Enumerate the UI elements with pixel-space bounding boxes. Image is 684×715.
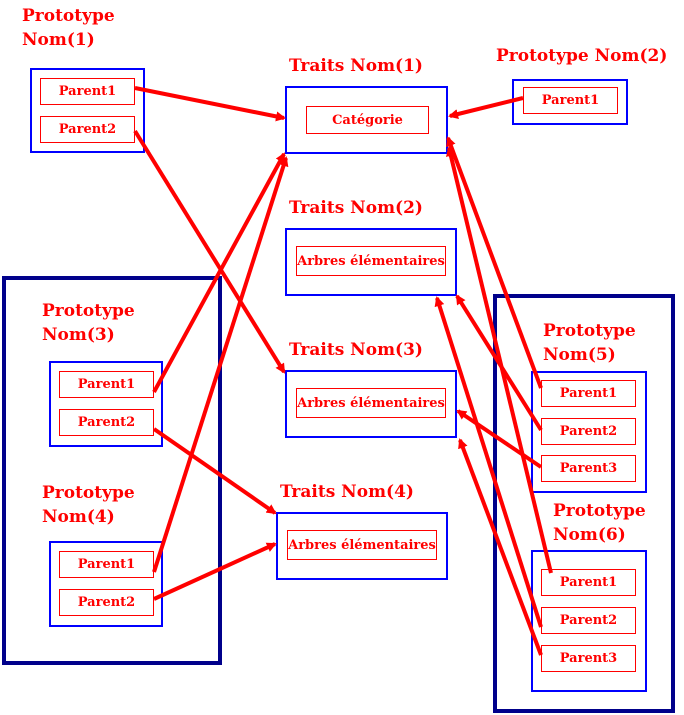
prototype-1-title: Prototype Nom(1)	[22, 4, 115, 52]
prototype-6-title: Prototype Nom(6)	[553, 499, 646, 547]
prototype-1-parent1: Parent1	[40, 78, 135, 105]
prototype-4-parent1: Parent1	[59, 551, 154, 578]
prototype-1-title-line1: Prototype	[22, 6, 115, 26]
prototype-4-title: Prototype Nom(4)	[42, 481, 135, 529]
prototype-5-parent2: Parent2	[541, 418, 636, 445]
prototype-4-parent2: Parent2	[59, 589, 154, 616]
prototype-5-title-line2: Nom(5)	[543, 345, 616, 365]
prototype-3-title-line1: Prototype	[42, 301, 135, 321]
prototype-2-title: Prototype Nom(2)	[496, 46, 668, 66]
traits-3-title: Traits Nom(3)	[289, 340, 423, 360]
prototype-3-title: Prototype Nom(3)	[42, 299, 135, 347]
prototype-6-parent2: Parent2	[541, 607, 636, 634]
traits-4-arbres: Arbres élémentaires	[287, 530, 437, 560]
traits-3-arbres: Arbres élémentaires	[296, 388, 446, 418]
prototype-4-title-line1: Prototype	[42, 483, 135, 503]
prototype-3-parent1: Parent1	[59, 371, 154, 398]
traits-4-title: Traits Nom(4)	[280, 482, 414, 502]
traits-2-title: Traits Nom(2)	[289, 198, 423, 218]
arrow-p1-parent1-to-traits1	[134, 86, 286, 122]
traits-2-arbres: Arbres élémentaires	[296, 246, 446, 276]
prototype-3-title-line2: Nom(3)	[42, 325, 115, 345]
prototype-6-title-line2: Nom(6)	[553, 525, 626, 545]
prototype-6-parent3: Parent3	[541, 645, 636, 672]
prototype-1-title-line2: Nom(1)	[22, 30, 95, 50]
prototype-6-parent1: Parent1	[541, 569, 636, 596]
traits-1-title: Traits Nom(1)	[289, 56, 423, 76]
prototype-6-title-line1: Prototype	[553, 501, 646, 521]
prototype-2-parent1: Parent1	[523, 87, 618, 114]
prototype-5-parent3: Parent3	[541, 455, 636, 482]
prototype-5-title-line1: Prototype	[543, 321, 636, 341]
prototype-5-title: Prototype Nom(5)	[543, 319, 636, 367]
prototype-5-parent1: Parent1	[541, 380, 636, 407]
prototype-4-title-line2: Nom(4)	[42, 507, 115, 527]
prototype-3-parent2: Parent2	[59, 409, 154, 436]
prototype-1-parent2: Parent2	[40, 116, 135, 143]
traits-1-categorie: Catégorie	[306, 106, 429, 134]
